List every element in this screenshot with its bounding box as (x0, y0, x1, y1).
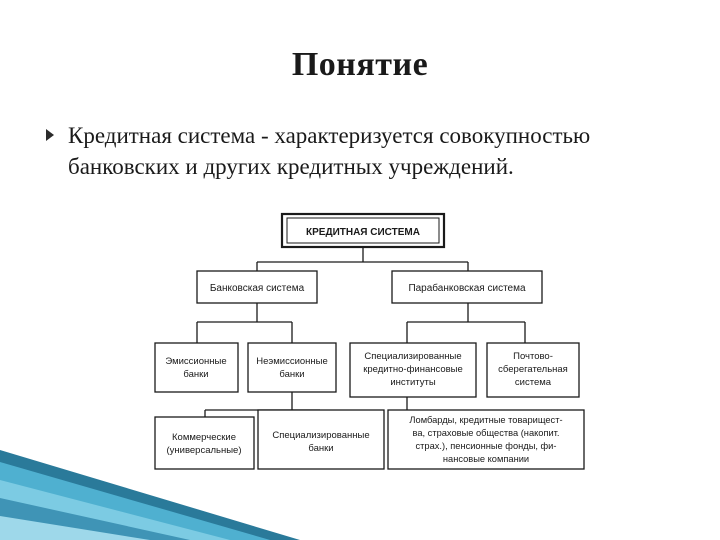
box-specialized-institutions-line: кредитно-финансовые (363, 364, 463, 375)
box-specialized-institutions-line: институты (390, 377, 436, 388)
box-banking-system: Банковская система (196, 270, 318, 304)
box-postal-savings-line: сберегательная (498, 364, 568, 375)
box-specialized-institutions: Специализированные кредитно-финансовые и… (349, 342, 477, 398)
box-other-institutions-line: страх.), пенсионные фонды, фи- (416, 441, 557, 451)
box-parabanking-system: Парабанковская система (391, 270, 543, 304)
box-specialized-banks-line: банки (308, 443, 333, 454)
box-nonemission-banks: Неэмиссионные банки (247, 342, 337, 393)
box-other-institutions-line: ва, страховые общества (накопит. (413, 428, 560, 438)
box-credit-system: КРЕДИТНАЯ СИСТЕМА (280, 212, 446, 249)
box-commercial-banks-line: (универсальные) (166, 445, 241, 456)
box-postal-savings-line: система (515, 377, 552, 388)
box-other-institutions-line: Ломбарды, кредитные товарищест- (409, 415, 562, 425)
slide-title: Понятие (291, 46, 429, 83)
box-other-institutions: Ломбарды, кредитные товарищест- ва, стра… (387, 409, 585, 470)
box-specialized-institutions-line: Специализированные (364, 351, 461, 362)
box-commercial-banks: Коммерческие (универсальные) (154, 416, 255, 470)
box-specialized-banks: Специализированные банки (257, 409, 385, 470)
box-specialized-banks-line: Специализированные (272, 430, 369, 441)
box-emission-banks-line: Эмиссионные (165, 356, 226, 367)
box-nonemission-banks-line: Неэмиссионные (256, 356, 328, 367)
box-credit-system-label: КРЕДИТНАЯ СИСТЕМА (306, 227, 420, 238)
box-postal-savings: Почтово- сберегательная система (486, 342, 580, 398)
box-emission-banks-line: банки (183, 369, 208, 380)
box-postal-savings-line: Почтово- (513, 351, 553, 362)
connector-lines (196, 247, 526, 417)
box-other-institutions-line: нансовые компании (443, 454, 529, 464)
box-commercial-banks-line: Коммерческие (172, 432, 236, 443)
box-nonemission-banks-line: банки (279, 369, 304, 380)
corner-decoration (0, 450, 300, 540)
corner-stripe-pale (0, 516, 150, 540)
box-banking-system-label: Банковская система (210, 283, 305, 294)
bullet-text: Кредитная система - характеризуется сово… (68, 123, 591, 179)
box-parabanking-system-label: Парабанковская система (408, 282, 526, 294)
bullet-item: Кредитная система - характеризуется сово… (46, 120, 686, 182)
bullet-arrow-icon (46, 129, 54, 141)
box-emission-banks: Эмиссионные банки (154, 342, 239, 393)
